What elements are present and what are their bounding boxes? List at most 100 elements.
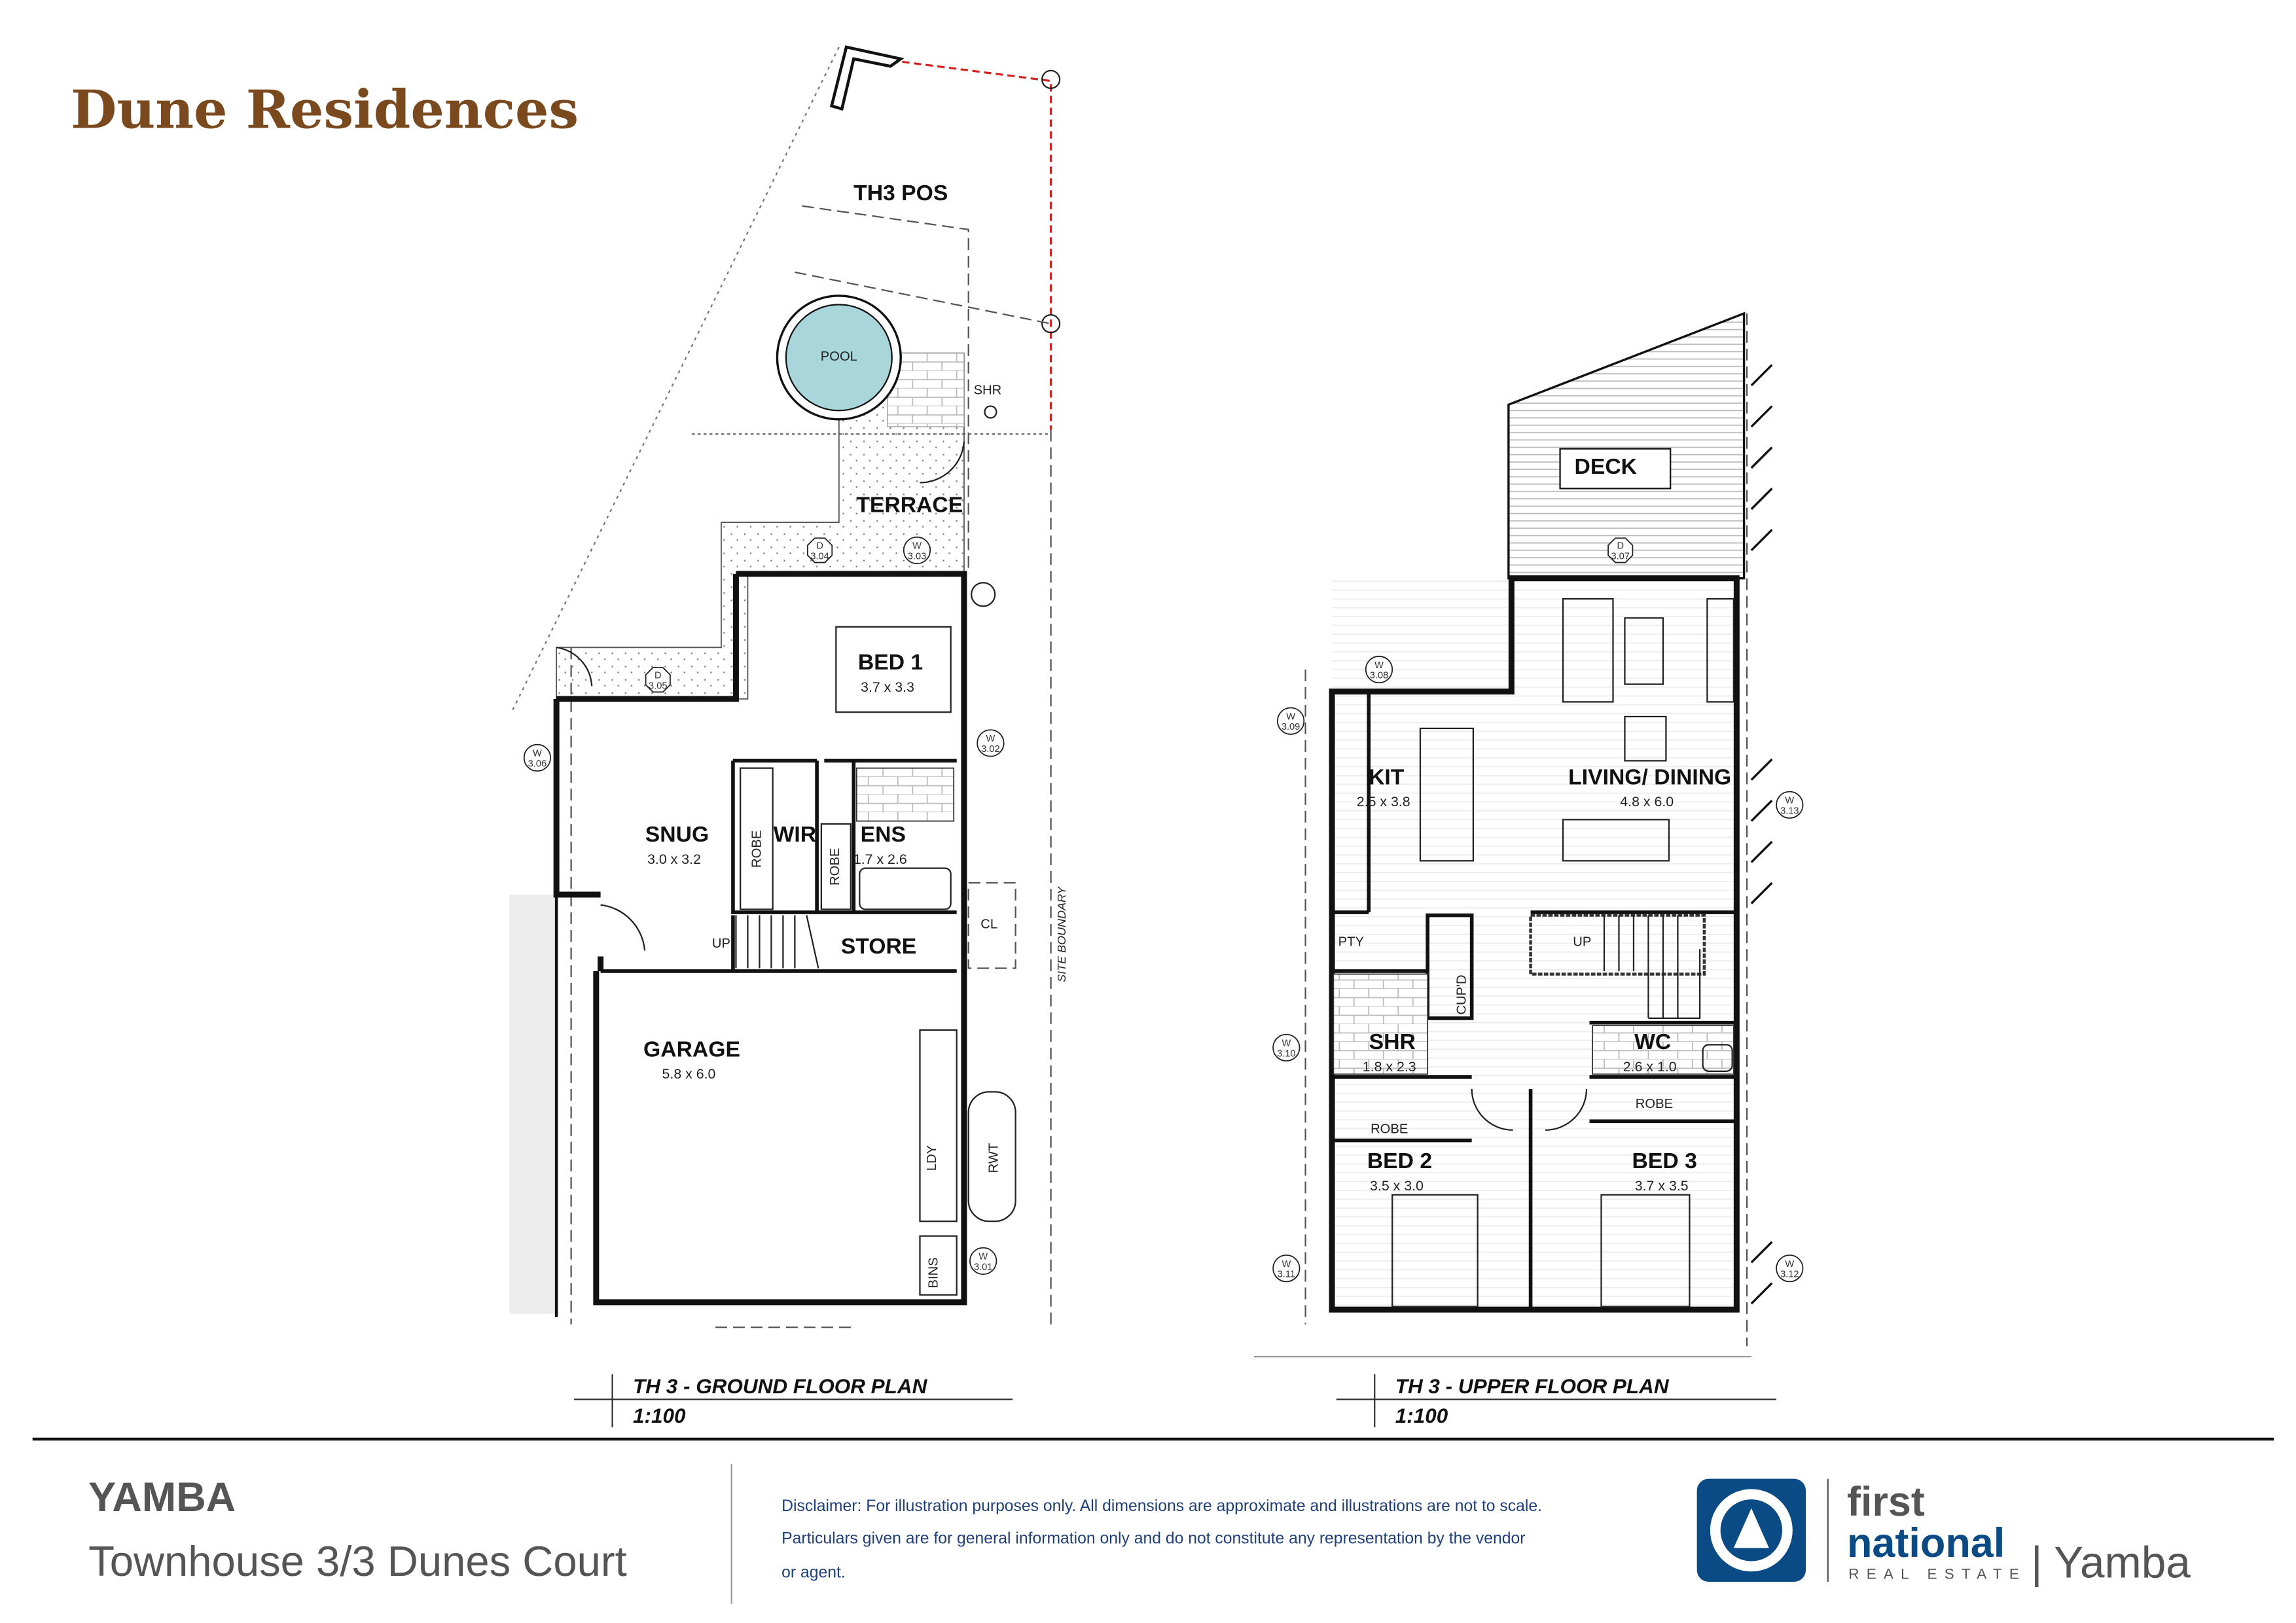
room-label-robe_b: ROBE bbox=[1636, 1097, 1673, 1111]
door-tag-icon bbox=[645, 667, 671, 693]
room-label-rwt: RWT bbox=[987, 1143, 1001, 1173]
tag-type: W bbox=[1282, 1259, 1291, 1270]
tag-number: 3.10 bbox=[1277, 1048, 1295, 1059]
pos-boundary bbox=[795, 271, 1051, 325]
room-label-up: UP bbox=[712, 936, 730, 951]
window-tag-icon bbox=[977, 729, 1005, 757]
tag-type: W bbox=[533, 749, 542, 759]
tag-number: 3.08 bbox=[1370, 671, 1388, 681]
room-label-bed2: BED 2 bbox=[1367, 1149, 1432, 1173]
bed-1-bed bbox=[835, 626, 952, 713]
robe-1 bbox=[740, 767, 774, 910]
tag-number: 3.11 bbox=[1278, 1270, 1295, 1280]
tag-type: W bbox=[978, 1252, 988, 1262]
room-label-bed3: BED 3 bbox=[1632, 1149, 1697, 1173]
toilet bbox=[1702, 1044, 1733, 1072]
site-corner bbox=[829, 45, 905, 111]
window-tag-icon bbox=[1365, 655, 1393, 684]
logo-real-estate: REAL ESTATE bbox=[1848, 1566, 2026, 1582]
room-label-snug: SNUG bbox=[645, 822, 709, 847]
tag-type: W bbox=[1374, 660, 1384, 671]
disclaimer-line: Disclaimer: For illustration purposes on… bbox=[781, 1497, 1542, 1515]
tag-number: 3.01 bbox=[974, 1262, 992, 1272]
room-dims-bed3: 3.7 x 3.5 bbox=[1635, 1178, 1689, 1194]
armchair bbox=[1624, 715, 1667, 762]
room-dims-snug: 3.0 x 3.2 bbox=[647, 851, 701, 867]
tag-type: W bbox=[912, 541, 922, 552]
tag-type: D bbox=[816, 541, 823, 552]
room-label-shr: SHR bbox=[1369, 1029, 1416, 1054]
tag-number: 3.06 bbox=[528, 758, 547, 769]
footer: YAMBA Townhouse 3/3 Dunes Court Disclaim… bbox=[88, 1464, 2191, 1604]
footer-location: YAMBA bbox=[88, 1474, 236, 1520]
room-label-robe2: ROBE bbox=[828, 848, 842, 885]
shr-tiles bbox=[1333, 973, 1429, 1075]
window-tag-icon bbox=[1272, 1033, 1300, 1062]
window-tag-icon bbox=[1276, 707, 1305, 735]
dining-table bbox=[1562, 819, 1670, 862]
window-tag-icon bbox=[969, 1247, 997, 1275]
tag-type: W bbox=[1286, 711, 1295, 722]
rainwater-tank bbox=[967, 1091, 1016, 1222]
robe-2 bbox=[820, 823, 852, 910]
laundry-bench bbox=[919, 1029, 958, 1222]
room-dims-wc: 2.6 x 1.0 bbox=[1623, 1059, 1677, 1075]
page-title: Dune Residences bbox=[71, 79, 579, 141]
tag-type: W bbox=[1282, 1039, 1291, 1049]
ens-vanity bbox=[855, 767, 955, 822]
logo-first: first bbox=[1847, 1479, 1925, 1525]
room-label-wc: WC bbox=[1634, 1029, 1671, 1054]
room-label-cupd: CUP'D bbox=[1455, 974, 1469, 1014]
upper-floor-scale: 1:100 bbox=[1395, 1404, 1448, 1427]
tag-type: W bbox=[986, 734, 996, 744]
ground-walls bbox=[553, 571, 967, 1306]
logo-office: | Yamba bbox=[2031, 1538, 2191, 1587]
water-tank-icon bbox=[971, 582, 996, 607]
tag-number: 3.05 bbox=[649, 681, 667, 691]
room-label-robe_a: ROBE bbox=[1371, 1122, 1408, 1136]
room-dims-living: 4.8 x 6.0 bbox=[1620, 794, 1674, 810]
tag-number: 3.12 bbox=[1780, 1270, 1799, 1280]
room-dims-shr: 1.8 x 2.3 bbox=[1363, 1059, 1416, 1075]
ground-interior-walls bbox=[600, 758, 957, 973]
room-dims-ens: 1.7 x 2.6 bbox=[853, 851, 907, 867]
upper-walls bbox=[1329, 575, 1740, 1313]
bed-3-bed bbox=[1600, 1194, 1691, 1308]
door-swing bbox=[920, 441, 965, 484]
tag-number: 3.04 bbox=[810, 551, 829, 562]
room-label-robe1: ROBE bbox=[750, 830, 764, 868]
room-label-store: STORE bbox=[841, 934, 917, 959]
window-tag-icon bbox=[1776, 791, 1804, 819]
outdoor-shower-icon bbox=[984, 405, 997, 419]
room-dims-bed2: 3.5 x 3.0 bbox=[1370, 1178, 1424, 1194]
first-national-logo-icon bbox=[1696, 1478, 1806, 1582]
room-label-shr: SHR bbox=[974, 383, 1002, 398]
wc-tiles bbox=[1592, 1025, 1734, 1075]
window-tag-icon bbox=[523, 743, 552, 772]
upper-floor-caption: TH 3 - UPPER FLOOR PLAN bbox=[1395, 1375, 1670, 1398]
kitchen-island bbox=[1419, 727, 1475, 862]
window-tag-icon bbox=[1272, 1254, 1300, 1283]
tag-number: 3.13 bbox=[1780, 806, 1799, 816]
door-swing bbox=[1471, 1088, 1588, 1131]
ground-stairs bbox=[735, 915, 819, 969]
deck-area bbox=[1507, 312, 1746, 580]
boundary-peg bbox=[1041, 69, 1061, 90]
room-label-deck: DECK bbox=[1574, 454, 1637, 479]
bed-2-bed bbox=[1391, 1194, 1479, 1308]
room-label-garage: GARAGE bbox=[643, 1037, 740, 1061]
boundary-peg bbox=[1041, 314, 1061, 334]
site-boundary-red bbox=[902, 60, 1052, 430]
room-label-pos: TH3 POS bbox=[853, 181, 948, 205]
room-label-wir: WIR bbox=[774, 822, 817, 847]
tag-number: 3.03 bbox=[908, 551, 926, 562]
room-dims-garage: 5.8 x 6.0 bbox=[662, 1066, 716, 1082]
disclaimer-line: Particulars given are for general inform… bbox=[781, 1530, 1525, 1548]
ens-bath bbox=[859, 867, 952, 910]
room-label-ens: ENS bbox=[861, 822, 906, 847]
disclaimer-line: or agent. bbox=[781, 1563, 846, 1581]
tag-number: 3.07 bbox=[1611, 551, 1630, 562]
bins-area bbox=[919, 1235, 958, 1296]
door-swing bbox=[556, 647, 593, 686]
